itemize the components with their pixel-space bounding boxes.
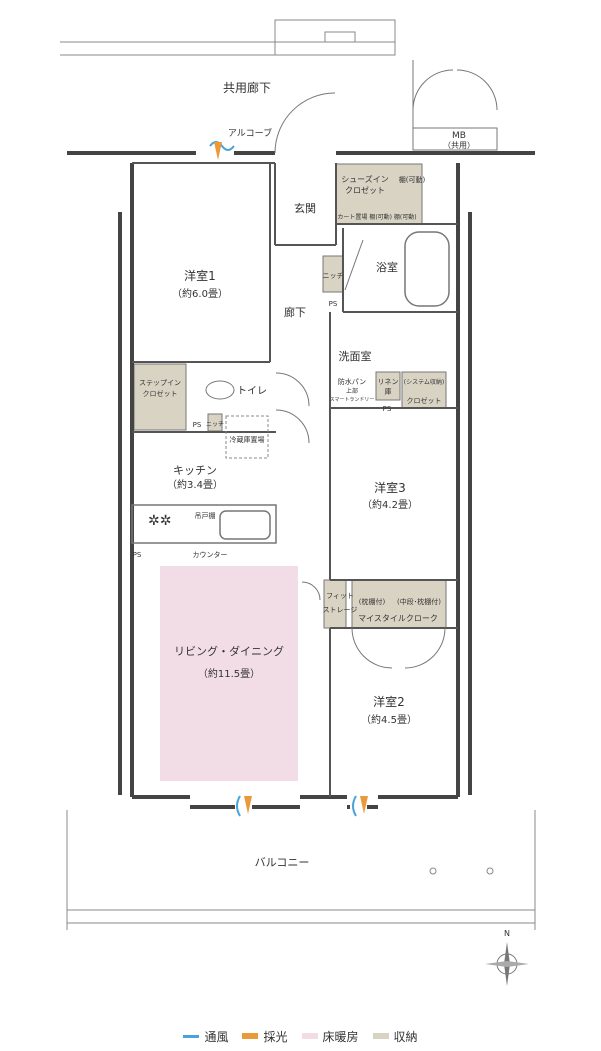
floor-heating-swatch — [301, 1033, 318, 1039]
label-pillow-shelf: (枕棚付) — [359, 597, 386, 606]
label-shoes-closet-1: シューズイン — [341, 174, 389, 184]
label-room2-size: （約4.5畳） — [361, 713, 417, 726]
floor-heating-area — [160, 566, 298, 781]
legend-label: 床暖房 — [322, 1029, 359, 1044]
legend-label: 採光 — [263, 1029, 288, 1044]
doors — [274, 60, 498, 669]
label-living: リビング・ダイニング — [174, 644, 284, 658]
label-entrance: 玄関 — [294, 201, 316, 215]
label-fridge: 冷蔵庫置場 — [230, 435, 265, 444]
legend-wind: 通風 — [183, 1028, 228, 1045]
label-living-size: （約11.5畳） — [198, 667, 260, 680]
legend-label: 通風 — [204, 1029, 229, 1044]
balcony-structure — [66, 810, 536, 930]
label-shoes-closet-2: クロゼット — [345, 185, 385, 195]
label-my-style-closet: マイスタイルクローク — [358, 614, 438, 623]
legend-storage: 収納 — [372, 1028, 418, 1045]
toilet-fixture — [205, 380, 235, 400]
label-counter: カウンター — [193, 550, 228, 559]
label-mb: MB — [452, 131, 466, 141]
storage-swatch — [372, 1033, 389, 1039]
label-mid-pillow-shelf: (中段･枕棚付) — [397, 597, 441, 606]
label-toilet: トイレ — [237, 386, 267, 397]
label-stepin-2: クロゼット — [143, 389, 178, 398]
label-fit-storage-2: ストレージ — [323, 606, 358, 614]
label-waterproof-pan-1: 防水パン — [338, 377, 366, 386]
legend: 通風 採光 床暖房 収納 — [0, 1026, 601, 1046]
kitchen-counter — [131, 504, 277, 544]
label-ps-1: PS — [329, 300, 338, 308]
storage-areas — [133, 163, 447, 629]
label-waterproof-pan-3: スマートランドリー — [330, 397, 375, 403]
light-icon — [242, 1033, 259, 1039]
label-shelf-movable: 棚(可動) — [399, 175, 426, 184]
label-ps-2: PS — [383, 405, 392, 413]
ventilation-markers — [209, 141, 368, 817]
label-room1-size: （約6.0畳） — [172, 287, 228, 300]
label-balcony: バルコニー — [255, 856, 310, 869]
legend-label: 収納 — [393, 1029, 418, 1044]
label-kitchen-size: （約3.4畳） — [167, 478, 223, 491]
label-hanging-shelf: 吊戸棚 — [195, 511, 216, 520]
legend-floor-heating: 床暖房 — [301, 1028, 359, 1045]
label-ps-3: PS — [193, 421, 202, 429]
top-structure — [60, 19, 396, 56]
compass-icon — [485, 942, 529, 986]
fridge-space — [225, 415, 269, 459]
label-room2: 洋室2 — [373, 694, 405, 709]
label-stepin-1: ステップイン — [139, 379, 181, 387]
label-room3-size: （約4.2畳） — [362, 498, 418, 511]
label-bath: 浴室 — [376, 260, 398, 274]
label-room3: 洋室3 — [374, 480, 406, 495]
label-kitchen: キッチン — [173, 464, 217, 477]
stove-icon: ✲✲ — [148, 513, 171, 529]
label-alcove: アルコーブ — [228, 127, 272, 139]
legend-light: 採光 — [242, 1028, 288, 1045]
label-room1: 洋室1 — [184, 268, 216, 283]
label-north: N — [504, 929, 510, 938]
walls — [67, 151, 535, 809]
label-system-storage: (システム収納) — [404, 378, 445, 386]
label-hall: 廊下 — [284, 305, 306, 319]
label-ps-4: PS — [133, 551, 142, 559]
wind-icon — [183, 1034, 200, 1038]
label-niche-2: ニッチ — [206, 421, 224, 428]
label-closet: クロゼット — [407, 396, 442, 405]
kitchen-sink — [219, 510, 271, 540]
label-linen-2: 庫 — [385, 387, 392, 396]
bathtub — [404, 231, 450, 307]
interior-walls — [132, 162, 458, 797]
label-cart-shelf: カート置場 棚(可動) 棚(可動) — [337, 213, 416, 221]
label-niche: ニッチ — [323, 272, 344, 280]
label-washroom: 洗面室 — [339, 349, 372, 363]
label-linen-1: リネン — [378, 378, 399, 386]
label-fit-storage-1: フィット — [326, 592, 354, 600]
label-waterproof-pan-2: 上部 — [346, 387, 358, 395]
label-mb-sub: （共用） — [443, 141, 475, 150]
label-corridor: 共用廊下 — [223, 80, 271, 95]
